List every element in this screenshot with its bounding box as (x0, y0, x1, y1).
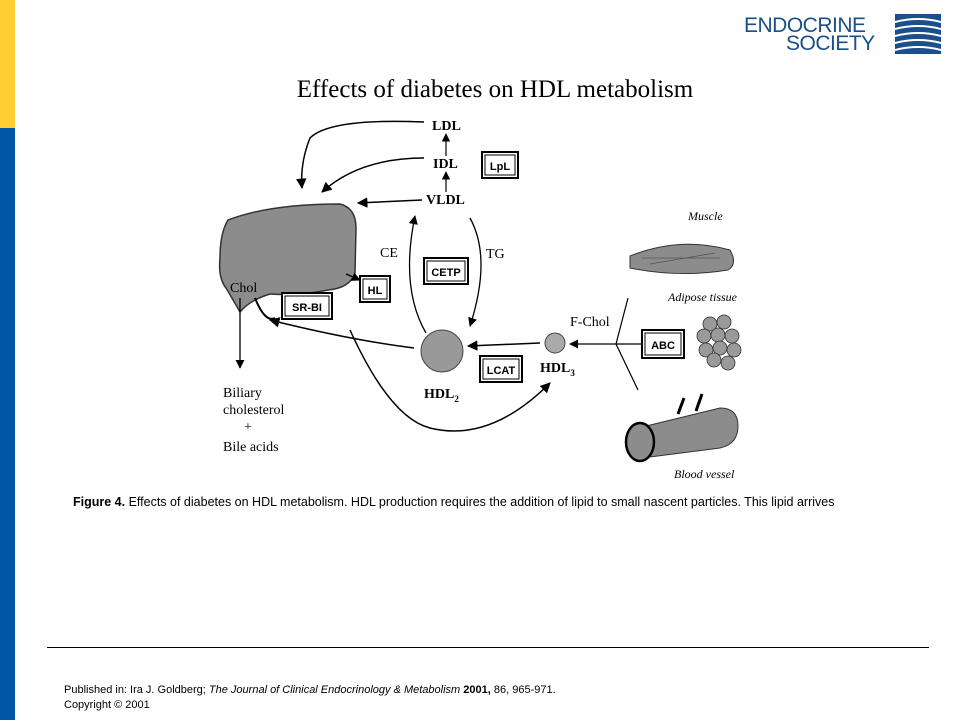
lcat-box-inner (482, 358, 520, 380)
figure-caption: Figure 4. Effects of diabetes on HDL met… (73, 495, 960, 509)
hdl2-particle (420, 329, 464, 373)
muscle-fibers (642, 252, 720, 265)
abc-label: ABC (651, 340, 675, 352)
abc-box-inner (644, 332, 682, 356)
abc-box (641, 329, 685, 359)
logo-line-1: ENDOCRINE (744, 14, 866, 37)
idl-label: IDL (433, 157, 458, 172)
tg-label: TG (486, 247, 505, 262)
vldl-label: VLDL (426, 193, 465, 208)
endocrine-society-logo: ENDOCRINE SOCIETY (740, 12, 945, 56)
side-bar-blue (0, 128, 15, 720)
liver-shape (218, 203, 357, 314)
citation-pages: 86, 965-971. (493, 684, 556, 696)
logo-mark-icon (895, 14, 941, 54)
biliary-line3: + (244, 420, 252, 435)
biliary-line2: cholesterol (223, 403, 285, 418)
arrow-tg (468, 217, 482, 327)
vessel-label: Blood vessel (674, 467, 735, 481)
citation: Published in: Ira J. Goldberg; The Journ… (64, 683, 556, 713)
blood-vessel (624, 393, 739, 463)
arrow-hdl3-hdl2 (466, 340, 541, 351)
citation-line: Published in: Ira J. Goldberg; The Journ… (64, 683, 556, 698)
lcat-box (479, 355, 523, 383)
ldl-label: LDL (432, 119, 461, 134)
ce-label: CE (380, 246, 398, 261)
hdl-metabolism-diagram: Chol LDL IDL VLDL LpL CE TG CETP HL SR-B… (218, 119, 742, 481)
divider-line (47, 647, 929, 648)
arrow-ce (408, 215, 427, 334)
citation-prefix: Published in: Ira J. Goldberg; (64, 684, 206, 696)
citation-journal: The Journal of Clinical Endocrinology & … (208, 684, 461, 696)
hdl3-particle (544, 332, 566, 354)
caption-text: Effects of diabetes on HDL metabolism. H… (128, 495, 835, 509)
muscle-label: Muscle (687, 209, 723, 223)
fchol-label: F-Chol (570, 315, 610, 330)
hdl3-label: HDL3 (540, 361, 575, 378)
arrow-ldl-liver (296, 120, 425, 190)
biliary-line1: Biliary (223, 386, 262, 401)
cetp-box (423, 257, 469, 285)
lpl-label: LpL (490, 161, 510, 173)
cetp-label: CETP (431, 267, 460, 279)
lcat-label: LCAT (487, 365, 516, 377)
adipose-cells (696, 314, 742, 371)
hl-label: HL (368, 285, 383, 297)
hl-box (359, 275, 391, 303)
logo-line-2: SOCIETY (786, 32, 875, 55)
citation-year: 2001, (463, 684, 491, 696)
chol-label: Chol (230, 281, 257, 296)
hl-box-inner (362, 278, 388, 300)
branch-line-bottom (615, 343, 639, 391)
liver-loop (254, 297, 276, 320)
cetp-box-inner (426, 260, 466, 282)
arrow-hdl2-liver (268, 317, 415, 349)
biliary-line4: Bile acids (223, 440, 279, 455)
srbi-box-inner (284, 295, 330, 317)
hdl2-label: HDL2 (424, 387, 459, 404)
arrow-liver-hdl3 (349, 329, 551, 432)
branch-line-top (615, 297, 629, 345)
slide-title: Effects of diabetes on HDL metabolism (296, 76, 694, 103)
adipose-label: Adipose tissue (667, 290, 738, 304)
arrow-vldl-liver (356, 197, 423, 208)
srbi-label: SR-BI (292, 302, 322, 314)
arrow-liver-hl (345, 272, 361, 281)
lpl-box-inner (484, 154, 516, 176)
arrow-idl-liver (321, 157, 425, 193)
caption-label: Figure 4. (73, 495, 126, 509)
lpl-box (481, 151, 519, 179)
side-bar-yellow (0, 0, 15, 128)
copyright: Copyright © 2001 (64, 699, 150, 711)
srbi-box (281, 292, 333, 320)
